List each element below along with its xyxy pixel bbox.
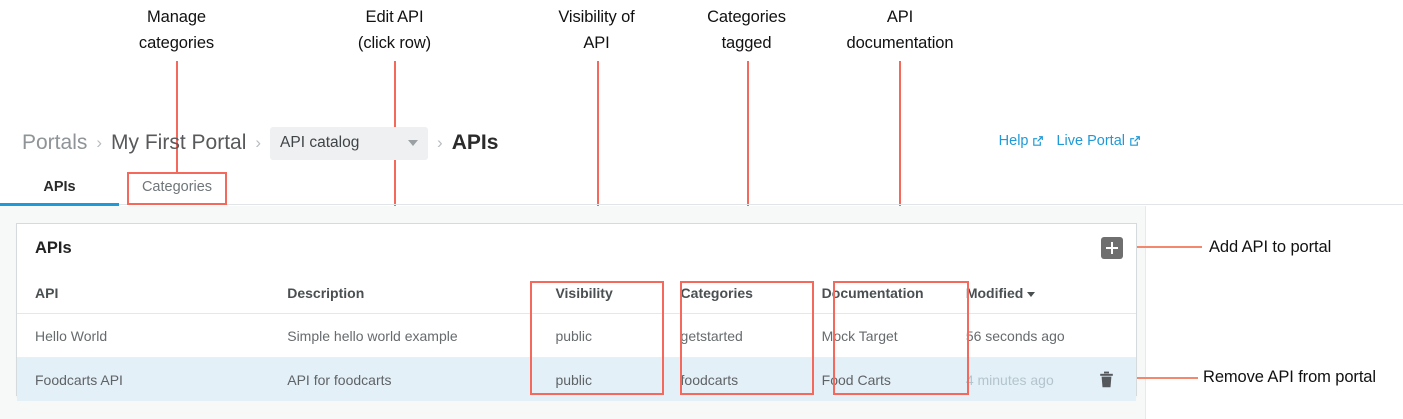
help-link-label: Help bbox=[998, 133, 1029, 149]
cell-api: Foodcarts API bbox=[17, 357, 286, 401]
breadcrumb-separator: › bbox=[437, 133, 443, 152]
annotation-label-add-api-to-portal: Add API to portal bbox=[1209, 238, 1332, 256]
cell-description: API for foodcarts bbox=[285, 357, 518, 401]
column-header-api-label: API bbox=[35, 285, 59, 301]
annotation-label-manage-categories: Manage categories bbox=[138, 8, 215, 52]
annotation-line-api-documentation bbox=[899, 61, 901, 281]
annotation-label-remove-api-from-portal: Remove API from portal bbox=[1203, 368, 1376, 386]
cell-description: Simple hello world example bbox=[285, 313, 518, 358]
annotation-line-manage-categories bbox=[176, 61, 178, 173]
apis-table-body: Hello World Simple hello world example p… bbox=[17, 313, 1136, 401]
cell-documentation: Mock Target bbox=[803, 313, 966, 358]
catalog-select[interactable]: API catalog bbox=[270, 126, 429, 160]
live-portal-link[interactable]: Live Portal bbox=[1056, 133, 1141, 149]
cell-categories: getstarted bbox=[650, 313, 804, 358]
apis-table-head: API Description Visibility Categories Do… bbox=[17, 279, 1136, 314]
table-row[interactable]: Hello World Simple hello world example p… bbox=[17, 313, 1136, 358]
tab-categories[interactable]: Categories bbox=[129, 170, 225, 204]
breadcrumb: Portals › My First Portal › API catalog … bbox=[22, 126, 498, 160]
annotation-line-categories-tagged bbox=[747, 61, 749, 281]
column-header-modified[interactable]: Modified bbox=[965, 279, 1136, 314]
annotation-line-visibility-of-api bbox=[597, 61, 599, 281]
cell-visibility: public bbox=[517, 313, 651, 358]
cell-modified-text: 56 seconds ago bbox=[965, 327, 1065, 344]
cell-visibility: public bbox=[517, 357, 651, 401]
column-header-description-label: Description bbox=[287, 285, 365, 301]
tab-bar-divider bbox=[0, 204, 1403, 205]
breadcrumb-item-portals[interactable]: Portals bbox=[22, 131, 88, 154]
sort-desc-icon bbox=[1027, 291, 1036, 297]
cell-categories: foodcarts bbox=[650, 357, 804, 401]
external-link-icon bbox=[1032, 135, 1044, 147]
table-row[interactable]: Foodcarts API API for foodcarts public f… bbox=[17, 357, 1136, 401]
column-header-categories[interactable]: Categories bbox=[650, 279, 804, 314]
tab-bar: APIs Categories bbox=[0, 170, 1403, 206]
annotation-label-edit-api: Edit API (click row) bbox=[357, 8, 432, 52]
tab-apis[interactable]: APIs bbox=[0, 170, 119, 206]
column-header-visibility-label: Visibility bbox=[555, 285, 613, 301]
annotation-line-add-api bbox=[1114, 246, 1202, 248]
tab-apis-label: APIs bbox=[43, 178, 76, 195]
column-header-modified-label: Modified bbox=[965, 285, 1024, 301]
breadcrumb-current-apis: APIs bbox=[451, 131, 499, 154]
cell-api: Hello World bbox=[17, 313, 286, 358]
breadcrumb-separator: › bbox=[255, 133, 262, 152]
column-header-api[interactable]: API bbox=[17, 279, 286, 314]
apis-panel: APIs API Description Visibilit bbox=[16, 223, 1137, 401]
annotation-label-visibility-of-api: Visibility of API bbox=[558, 8, 635, 52]
live-portal-link-label: Live Portal bbox=[1056, 133, 1125, 149]
cell-modified: 4 minutes ago bbox=[965, 357, 1136, 401]
annotation-line-remove-api bbox=[1111, 377, 1198, 379]
apis-table: API Description Visibility Categories Do… bbox=[17, 279, 1136, 401]
column-header-documentation-label: Documentation bbox=[821, 285, 924, 301]
plus-icon bbox=[1110, 242, 1114, 254]
column-header-documentation[interactable]: Documentation bbox=[803, 279, 966, 314]
header-links: Help Live Portal bbox=[999, 133, 1141, 149]
add-api-button[interactable] bbox=[1101, 237, 1123, 259]
help-link[interactable]: Help bbox=[999, 133, 1045, 149]
panel-title: APIs bbox=[35, 239, 72, 257]
cell-documentation: Food Carts bbox=[803, 357, 966, 401]
breadcrumb-separator: › bbox=[96, 133, 103, 152]
breadcrumb-item-portal-name[interactable]: My First Portal bbox=[111, 131, 247, 154]
cell-modified-text: 4 minutes ago bbox=[965, 371, 1054, 388]
annotation-label-categories-tagged: Categories tagged bbox=[707, 8, 786, 52]
cell-modified: 56 seconds ago bbox=[965, 313, 1136, 358]
column-header-visibility[interactable]: Visibility bbox=[517, 279, 651, 314]
external-link-icon bbox=[1129, 135, 1141, 147]
column-header-description[interactable]: Description bbox=[285, 279, 518, 314]
table-header-row: API Description Visibility Categories Do… bbox=[17, 279, 1136, 314]
catalog-select-value: API catalog bbox=[280, 133, 360, 151]
trash-icon[interactable] bbox=[1099, 371, 1114, 388]
column-header-categories-label: Categories bbox=[680, 285, 753, 301]
annotation-label-api-documentation: API documentation bbox=[846, 8, 954, 52]
chevron-down-icon bbox=[408, 139, 419, 146]
tab-categories-label: Categories bbox=[141, 179, 213, 195]
